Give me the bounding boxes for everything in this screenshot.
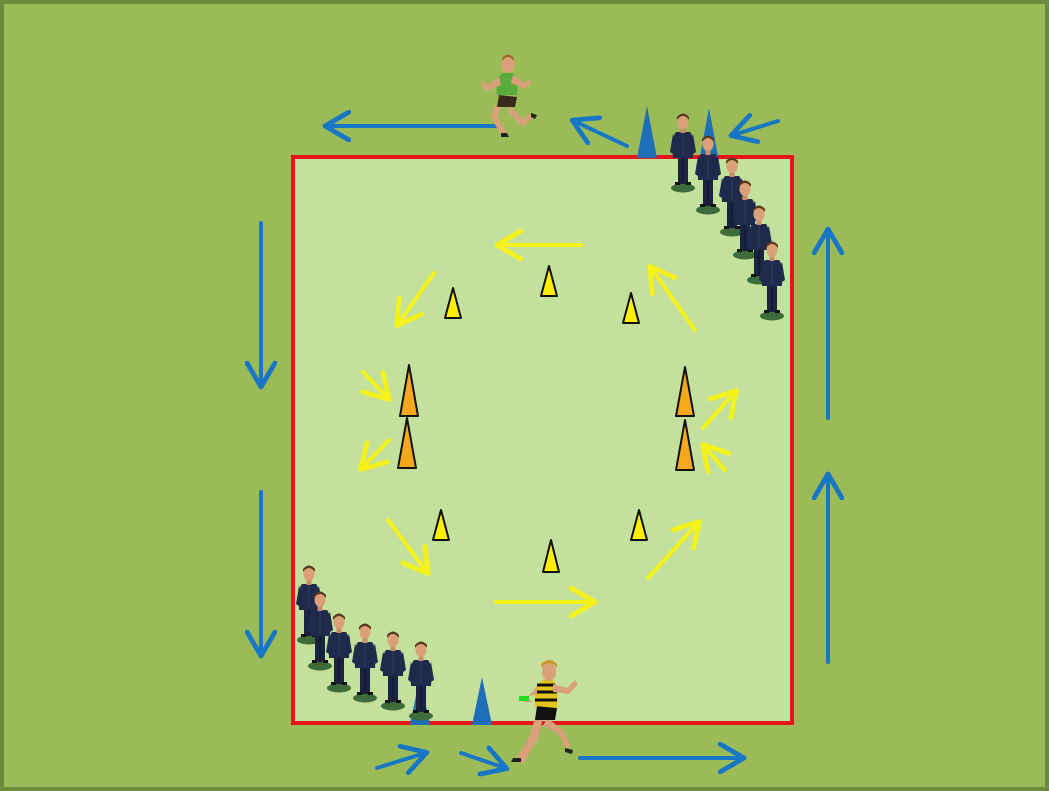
drill-zone xyxy=(293,157,792,723)
